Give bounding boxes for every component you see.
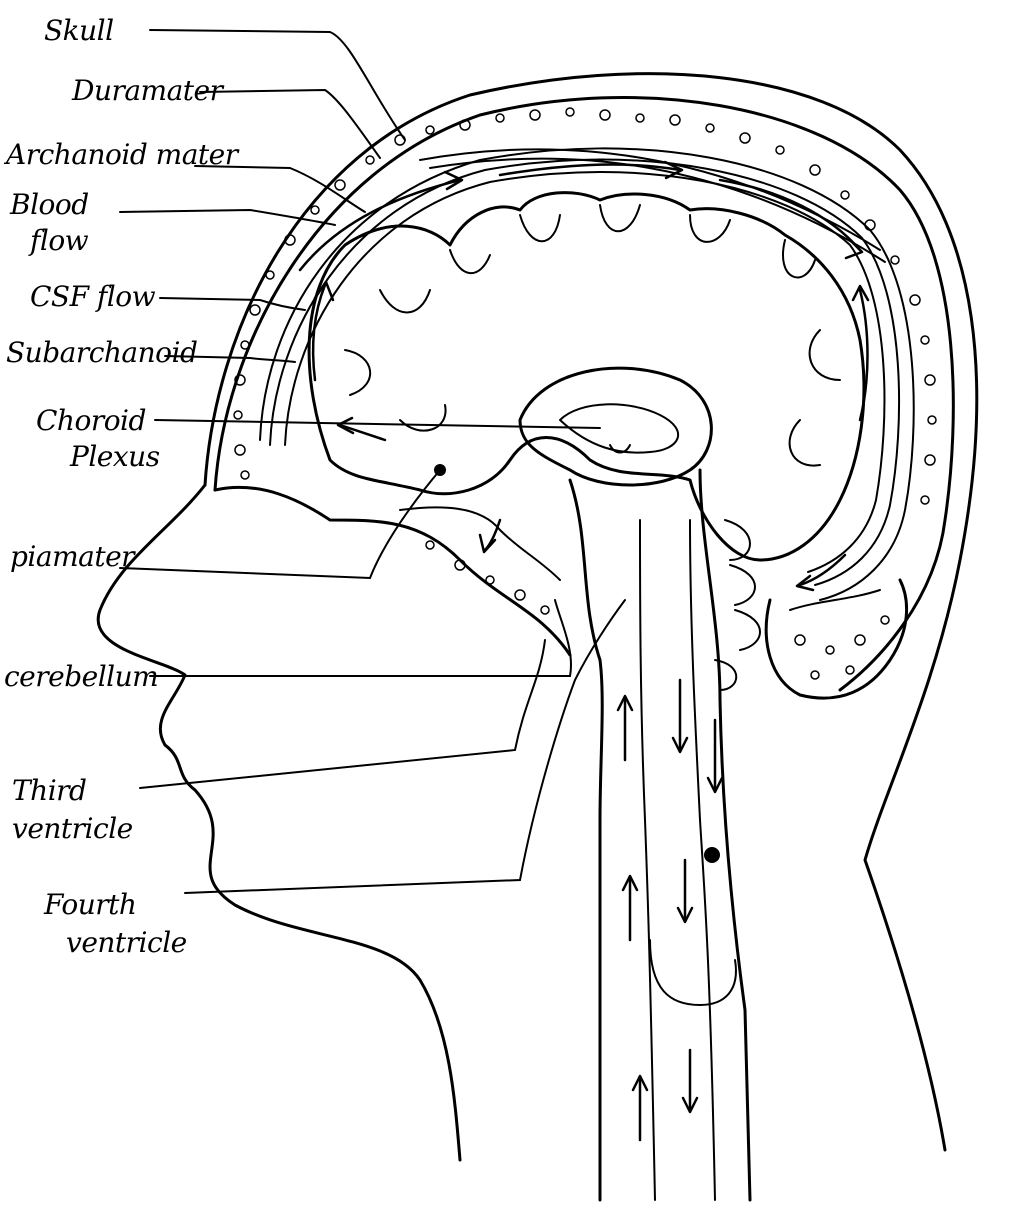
cerebellar-folia xyxy=(714,519,761,691)
label-third-ventricle-line2: ventricle xyxy=(12,812,133,845)
label-fourth-ventricle-line2: ventricle xyxy=(66,926,187,959)
label-choroid-plexus-line1: Choroid xyxy=(36,404,146,437)
label-blood-flow-line2: flow xyxy=(30,224,89,257)
cerebrum-outline xyxy=(307,191,866,562)
skull-base-inner-left xyxy=(399,506,561,581)
head-outline xyxy=(203,72,979,1152)
spinal-loop xyxy=(649,939,737,1006)
gyri xyxy=(344,204,841,467)
skull-base-inner-right xyxy=(789,589,881,611)
label-arachnoid-mater: Archanoid mater xyxy=(6,138,238,171)
skull-inner xyxy=(259,147,915,601)
label-blood-flow-line1: Blood xyxy=(10,188,89,221)
label-choroid-plexus-line2: Plexus xyxy=(70,440,160,473)
skull-stipple xyxy=(233,107,937,680)
brainstem-right xyxy=(698,468,752,1202)
sinus-lines xyxy=(419,148,886,263)
brainstem-left xyxy=(568,478,604,1202)
label-third-ventricle-line1: Third xyxy=(12,774,87,807)
flow-arrows xyxy=(298,160,870,1142)
spinal-dot xyxy=(704,847,720,863)
skull-base-left xyxy=(213,485,572,657)
skull-outer xyxy=(213,96,955,692)
label-csf-flow: CSF flow xyxy=(30,280,156,313)
face-profile xyxy=(96,483,462,1162)
cerebellum-shape xyxy=(518,366,713,487)
leader-lines xyxy=(119,29,626,894)
label-subarachnoid: Subarchanoid xyxy=(6,336,198,369)
label-skull: Skull xyxy=(44,14,114,47)
label-cerebellum: cerebellum xyxy=(4,660,159,693)
label-duramater: Duramater xyxy=(72,74,223,107)
choroid-plexus-shape xyxy=(559,403,680,454)
spinal-canal-right xyxy=(689,519,716,1201)
label-fourth-ventricle-line1: Fourth xyxy=(44,888,137,921)
spinal-canal-left xyxy=(639,519,656,1201)
label-piamater: piamater xyxy=(10,540,135,573)
skull-base-right xyxy=(764,578,909,700)
arachnoid-layer xyxy=(284,171,886,573)
dura-layer xyxy=(269,158,901,586)
